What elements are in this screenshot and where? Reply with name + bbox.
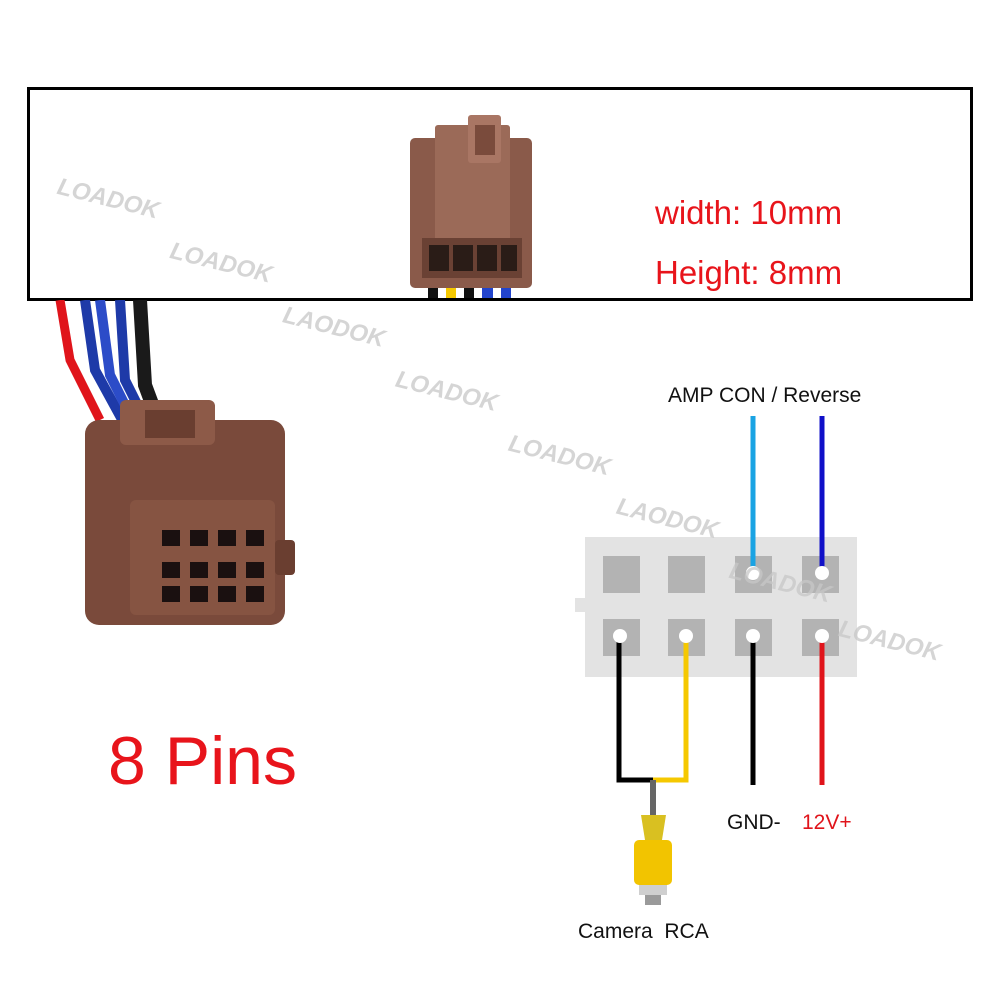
camera-ground-wire: [616, 641, 653, 783]
dimension-box: width: 10mm Height: 8mm: [27, 87, 973, 301]
width-dimension-label: width: 10mm: [655, 194, 843, 231]
connector-photo: [55, 300, 295, 625]
connector-front-illustration: [410, 115, 532, 298]
rca-plug-icon: [634, 780, 672, 905]
pin-square: [668, 556, 705, 593]
height-dimension-label: Height: 8mm: [655, 254, 843, 291]
power-label: 12V+: [802, 811, 852, 834]
camera-signal-wire: [653, 641, 689, 783]
pin-count-label: 8 Pins: [108, 723, 297, 799]
amp-con-reverse-label: AMP CON / Reverse: [668, 384, 862, 407]
gnd-label: GND-: [727, 811, 781, 834]
pin-square: [603, 556, 640, 593]
camera-rca-label: Camera RCA: [578, 920, 709, 943]
